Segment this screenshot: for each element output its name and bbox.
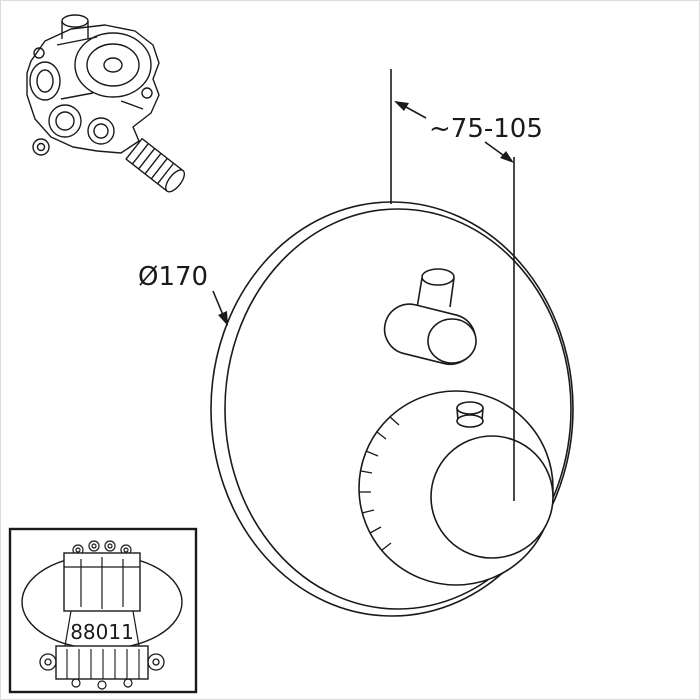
cartridge-lower-port2-outer	[87, 117, 115, 145]
inset-body-to-base-lines	[64, 610, 140, 647]
inset-base	[55, 645, 149, 680]
diameter-leader	[212, 290, 224, 316]
diverter-lever	[383, 268, 477, 366]
diameter-label: Ø170	[138, 262, 208, 292]
control-knob	[358, 390, 554, 586]
inset-body-detail-lines	[64, 557, 140, 609]
depth-arrow2-leader	[484, 141, 504, 156]
trim-plate-rim	[224, 208, 572, 610]
depth-arrow1-leader	[405, 106, 427, 119]
lever-end-face	[427, 318, 477, 364]
cartridge-cap-sides	[61, 21, 89, 39]
lever-stem-sides	[416, 277, 455, 309]
cartridge-ring-outer	[74, 32, 152, 98]
inset-base-ribs	[66, 649, 140, 679]
cartridge-ring-inner	[103, 57, 123, 73]
cartridge-housing-outline	[26, 24, 160, 154]
cartridge-bolt	[33, 47, 45, 59]
cartridge-detail-lines	[56, 36, 144, 110]
cartridge-detail-drawing	[26, 14, 186, 193]
cartridge-left-port-outer	[29, 61, 61, 101]
inset-body-studs	[72, 540, 132, 556]
depth-range-label: ~75-105	[429, 114, 543, 144]
cartridge-ring-mid	[86, 43, 140, 87]
depth-arrow2-head	[500, 151, 514, 163]
knob-face-circle	[430, 435, 554, 559]
depth-arrow1-head	[394, 101, 409, 111]
inset-bottom-studs	[71, 678, 133, 690]
knob-top-button	[456, 401, 484, 428]
inset-panel	[8, 527, 198, 694]
knob-grip-ridges	[359, 416, 400, 551]
cartridge-small-boss-inner	[36, 142, 46, 152]
cartridge-left-port-inner	[36, 69, 54, 93]
cartridge-splined-stem	[125, 137, 186, 193]
inset-mounting-ears	[39, 653, 165, 671]
cartridge-small-boss-outer	[32, 138, 50, 156]
diameter-arrow-head	[218, 311, 228, 326]
cartridge-cap	[61, 14, 89, 28]
lever-stem-top	[421, 268, 455, 286]
diameter-dimension	[212, 290, 228, 326]
cartridge-lower-port-outer	[48, 104, 82, 138]
cartridge-lower-port2-inner	[93, 123, 109, 139]
cartridge-lower-port-inner	[55, 111, 75, 131]
depth-dimension	[390, 69, 515, 501]
cartridge-bolt	[141, 87, 153, 99]
part-number-label: 88011	[70, 620, 134, 644]
